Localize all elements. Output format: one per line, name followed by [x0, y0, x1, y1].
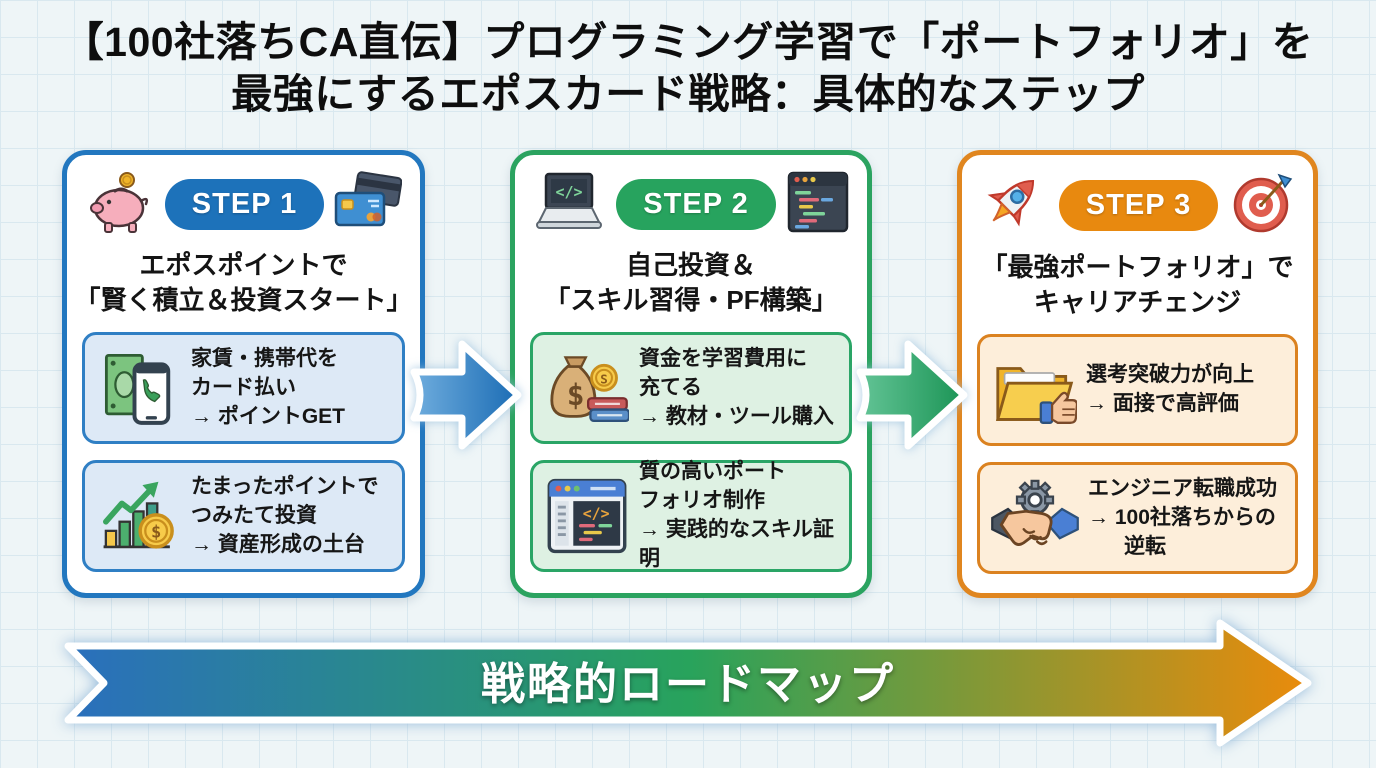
step2-item1-text: 資金を学習費用に 充てる → 教材・ツール購入 — [639, 346, 834, 428]
step1-title: エポスポイントで 「賢く積立＆投資スタート」 — [74, 250, 413, 316]
cash-phone-icon — [95, 346, 183, 430]
money-bag-books-icon: $ S — [543, 348, 631, 428]
folder-thumbsup-icon — [990, 352, 1078, 428]
step3-card: STEP 3 「最強ポートフォリオ」で キャリアチェンジ — [957, 150, 1318, 598]
step3-item-career: エンジニア転職成功 → 100社落ちからの 逆転 — [977, 462, 1298, 575]
page-title-line1: 【100社落ちCA直伝】プログラミング学習で「ポートフォリオ」を — [62, 19, 1314, 65]
svg-text:</>: </> — [583, 504, 610, 522]
step3-title: 「最強ポートフォリオ」で キャリアチェンジ — [981, 252, 1294, 318]
svg-text:$: $ — [567, 378, 585, 412]
target-icon — [1231, 171, 1295, 240]
svg-text:</>: </> — [555, 183, 582, 201]
step1-item-invest: $ たまったポイントで つみたて投資 → 資産形成の土台 — [82, 460, 405, 573]
browser-code-icon: </> — [543, 478, 631, 554]
credit-cards-icon — [334, 171, 403, 238]
step1-card: STEP 1 エポスポイントで 「賢く積立＆投資スタート」 — [62, 150, 425, 598]
step2-item-funding: $ S 資金を学習費用に 充てる → 教材・ツール購入 — [530, 332, 852, 445]
step2-card: </> STEP 2 自己投資＆ 「スキ — [510, 150, 872, 598]
page-title: 【100社落ちCA直伝】プログラミング学習で「ポートフォリオ」を 最強にするエポ… — [0, 16, 1376, 121]
step1-header: STEP 1 — [67, 155, 420, 240]
step1-item1-text: 家賃・携帯代を カード払い → ポイントGET — [191, 346, 346, 428]
step2-title: 自己投資＆ 「スキル習得・PF構築」 — [544, 250, 838, 316]
handshake-gear-icon — [990, 479, 1080, 557]
growth-chart-icon: $ — [95, 476, 183, 556]
code-editor-icon — [787, 171, 849, 238]
roadmap-label: 戦略的ロードマップ — [481, 660, 895, 709]
laptop-code-icon: </> — [533, 172, 605, 237]
step2-header: </> STEP 2 — [515, 155, 867, 240]
step3-item1-text: 選考突破力が向上 → 面接で高評価 — [1086, 363, 1254, 416]
step1-badge: STEP 1 — [164, 179, 325, 230]
step2-item2-text: 質の高いポート フォリオ制作 → 実践的なスキル証明 — [639, 460, 834, 571]
piggy-bank-icon — [85, 171, 155, 238]
arrow-step1-to-step2-icon — [410, 332, 524, 458]
roadmap-arrow-banner — [60, 616, 1316, 750]
arrow-step2-to-step3-icon — [856, 332, 970, 458]
svg-text:S: S — [600, 372, 608, 387]
step3-item2-text: エンジニア転職成功 → 100社落ちからの 逆転 — [1088, 476, 1277, 558]
step2-badge: STEP 2 — [616, 179, 776, 230]
step3-header: STEP 3 — [962, 155, 1313, 242]
step2-item-portfolio: </> 質の高いポート フォリオ制作 → 実践的なスキル証明 — [530, 460, 852, 573]
step1-item2-text: たまったポイントで つみたて投資 → 資産形成の土台 — [191, 474, 379, 556]
rocket-icon — [980, 171, 1046, 240]
svg-text:$: $ — [151, 523, 161, 543]
page-title-line2: 最強にするエポスカード戦略：具体的なステップ — [231, 71, 1145, 118]
step3-badge: STEP 3 — [1058, 180, 1219, 231]
step1-item-card-payment: 家賃・携帯代を カード払い → ポイントGET — [82, 332, 405, 445]
step3-item-selection: 選考突破力が向上 → 面接で高評価 — [977, 334, 1298, 447]
